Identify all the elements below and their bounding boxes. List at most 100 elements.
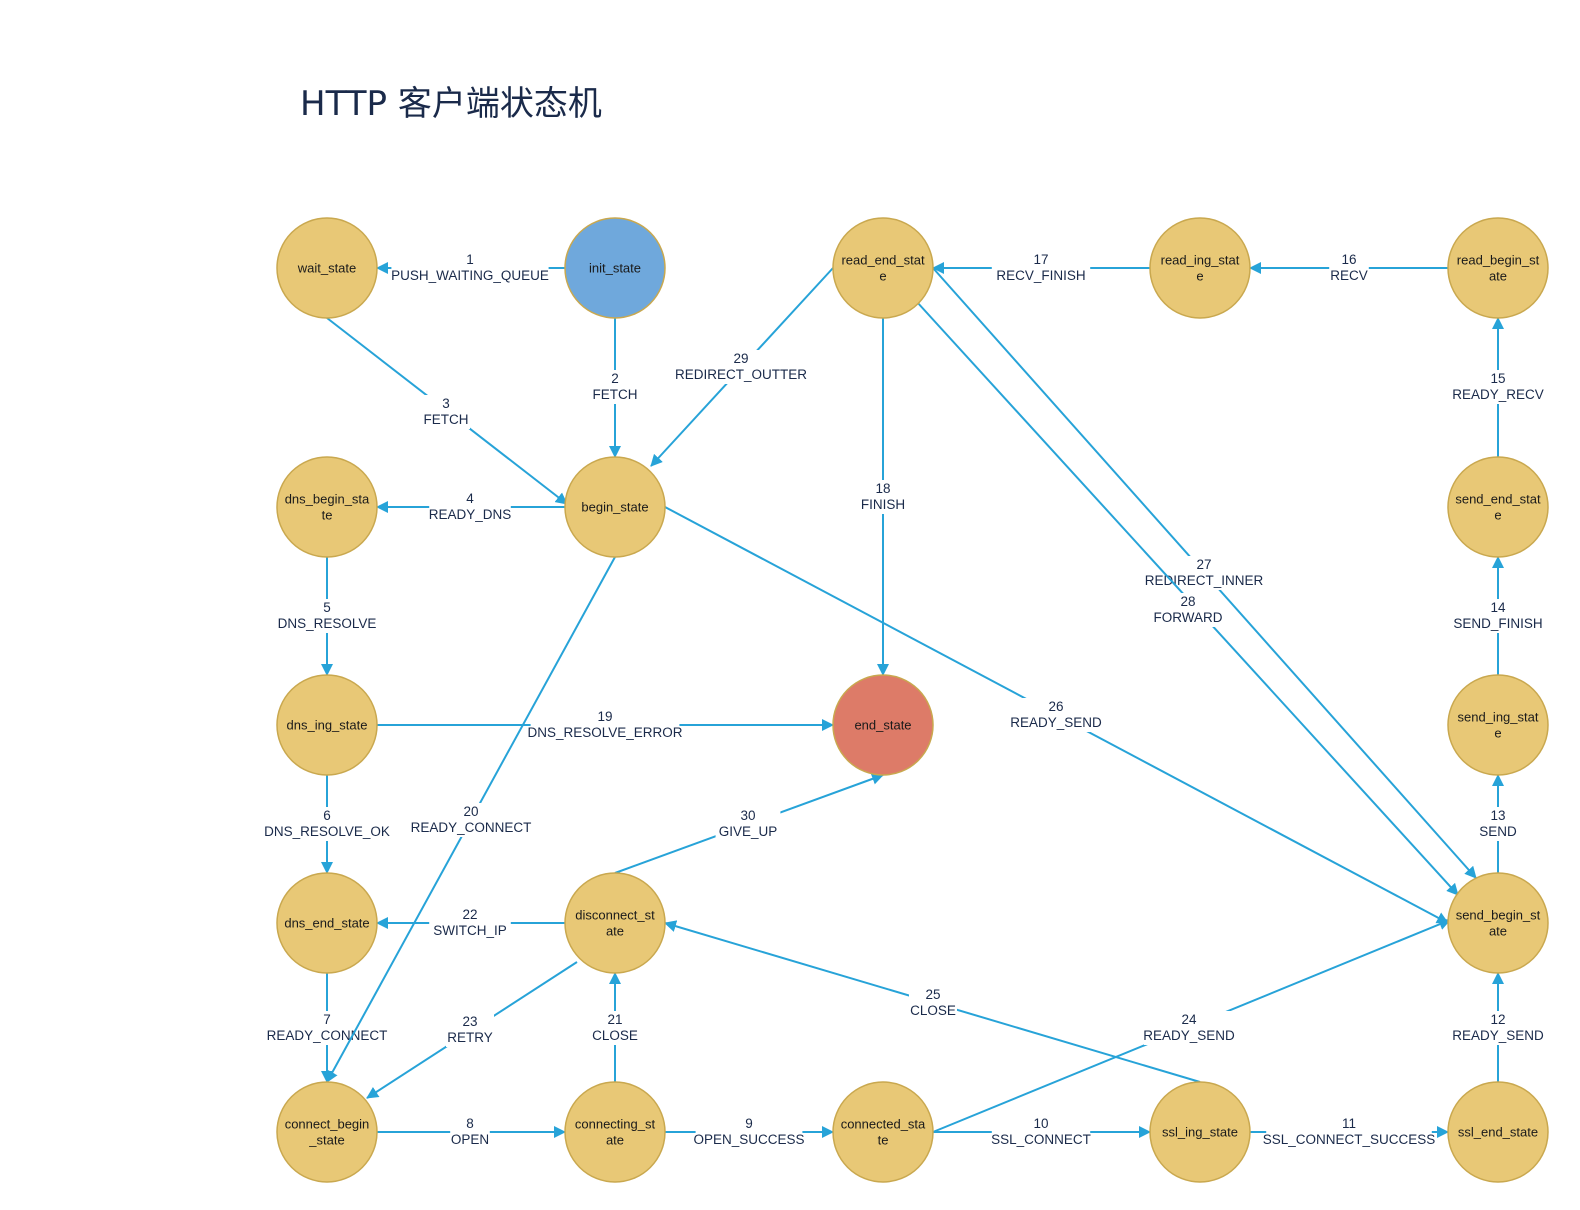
- node-circle-connecting-state: [564, 1081, 666, 1183]
- node-label-read-begin-state: read_begin_st: [1457, 253, 1540, 268]
- node-end-state: end_state: [832, 674, 934, 776]
- edge-event-17: RECV_FINISH: [996, 268, 1085, 283]
- node-label-send-end-state: e: [1494, 508, 1501, 523]
- node-label-init-state: init_state: [589, 261, 641, 276]
- node-wait-state: wait_state: [276, 217, 378, 319]
- edge-number-23: 23: [462, 1014, 477, 1029]
- node-label-disconnect-state: ate: [606, 924, 624, 939]
- node-circle-connect-begin-state: [276, 1081, 378, 1183]
- edge-number-29: 29: [733, 351, 748, 366]
- node-connect-begin-state: connect_begin_state: [276, 1081, 378, 1183]
- node-label-read-ing-state: read_ing_stat: [1161, 253, 1240, 268]
- edges-layer: 1PUSH_WAITING_QUEUE2FETCH3FETCH4READY_DN…: [264, 251, 1548, 1149]
- edge-label-bg-3: [422, 395, 470, 429]
- edge-label-bg-22: [429, 906, 511, 940]
- node-circle-ssl-end-state: [1447, 1081, 1549, 1183]
- edge-event-13: SEND: [1479, 824, 1517, 839]
- node-circle-init-state: [564, 217, 666, 319]
- node-ssl-ing-state: ssl_ing_state: [1149, 1081, 1251, 1183]
- edge-event-7: READY_CONNECT: [267, 1028, 388, 1043]
- edge-label-bg-19: [530, 708, 680, 742]
- edge-number-18: 18: [875, 481, 890, 496]
- edge-number-24: 24: [1181, 1012, 1197, 1027]
- edge-label-bg-29: [675, 350, 807, 384]
- edge-number-15: 15: [1490, 371, 1505, 386]
- node-label-wait-state: wait_state: [297, 261, 357, 276]
- edge-number-4: 4: [466, 491, 474, 506]
- node-label-dns-begin-state: dns_begin_sta: [285, 492, 370, 507]
- edge-event-5: DNS_RESOLVE: [278, 616, 377, 631]
- node-circle-send-ing-state: [1447, 674, 1549, 776]
- edge-number-8: 8: [466, 1116, 474, 1131]
- edge-number-13: 13: [1490, 808, 1505, 823]
- edge-label-bg-1: [391, 251, 549, 285]
- node-read-end-state: read_end_state: [832, 217, 934, 319]
- node-label-connect-begin-state: _state: [308, 1133, 344, 1148]
- node-label-dns-ing-state: dns_ing_state: [287, 718, 368, 733]
- edge-event-10: SSL_CONNECT: [991, 1132, 1091, 1147]
- edge-label-bg-26: [1011, 698, 1101, 732]
- edge-event-11: SSL_CONNECT_SUCCESS: [1263, 1132, 1436, 1147]
- edge-number-20: 20: [463, 804, 478, 819]
- edge-number-10: 10: [1033, 1116, 1048, 1131]
- edge-label-bg-12: [1453, 1011, 1543, 1045]
- edge-event-1: PUSH_WAITING_QUEUE: [391, 268, 549, 283]
- edge-label-bg-14: [1448, 599, 1548, 633]
- node-label-connected-state: connected_sta: [841, 1117, 926, 1132]
- edge-number-19: 19: [597, 709, 612, 724]
- node-read-begin-state: read_begin_state: [1447, 217, 1549, 319]
- edge-event-20: READY_CONNECT: [411, 820, 532, 835]
- edge-label-bg-4: [429, 490, 511, 524]
- edge-event-27: REDIRECT_INNER: [1145, 573, 1264, 588]
- node-begin-state: begin_state: [564, 456, 666, 558]
- edge-event-12: READY_SEND: [1452, 1028, 1544, 1043]
- node-circle-read-ing-state: [1149, 217, 1251, 319]
- edge-number-3: 3: [442, 396, 450, 411]
- node-circle-dns-ing-state: [276, 674, 378, 776]
- edge-label-bg-25: [909, 986, 957, 1020]
- edge-number-2: 2: [611, 371, 619, 386]
- edge-label-bg-21: [591, 1011, 639, 1045]
- edge-number-1: 1: [466, 252, 474, 267]
- node-circle-wait-state: [276, 217, 378, 319]
- edge-label-bg-9: [695, 1115, 803, 1149]
- edge-number-14: 14: [1490, 600, 1506, 615]
- node-label-send-end-state: send_end_stat: [1455, 492, 1541, 507]
- node-label-send-ing-state: e: [1494, 726, 1501, 741]
- node-label-read-ing-state: e: [1196, 269, 1203, 284]
- edge-number-7: 7: [323, 1012, 331, 1027]
- edge-label-bg-8: [450, 1115, 490, 1149]
- edge-label-bg-5: [277, 599, 377, 633]
- node-label-read-end-state: read_end_stat: [841, 253, 925, 268]
- edge-event-19: DNS_RESOLVE_ERROR: [527, 725, 682, 740]
- node-label-connecting-state: connecting_st: [575, 1117, 656, 1132]
- node-send-begin-state: send_begin_state: [1447, 872, 1549, 974]
- node-ssl-end-state: ssl_end_state: [1447, 1081, 1549, 1183]
- node-label-ssl-end-state: ssl_end_state: [1458, 1125, 1538, 1140]
- node-label-read-begin-state: ate: [1489, 269, 1507, 284]
- node-circle-send-begin-state: [1447, 872, 1549, 974]
- node-label-send-begin-state: ate: [1489, 924, 1507, 939]
- edge-event-30: GIVE_UP: [719, 824, 778, 839]
- node-label-begin-state: begin_state: [581, 500, 648, 515]
- diagram-title: HTTP 客户端状态机: [300, 84, 602, 124]
- edge-label-bg-30: [715, 807, 781, 841]
- node-circle-dns-end-state: [276, 872, 378, 974]
- edge-label-bg-28: [1155, 593, 1221, 627]
- node-connecting-state: connecting_state: [564, 1081, 666, 1183]
